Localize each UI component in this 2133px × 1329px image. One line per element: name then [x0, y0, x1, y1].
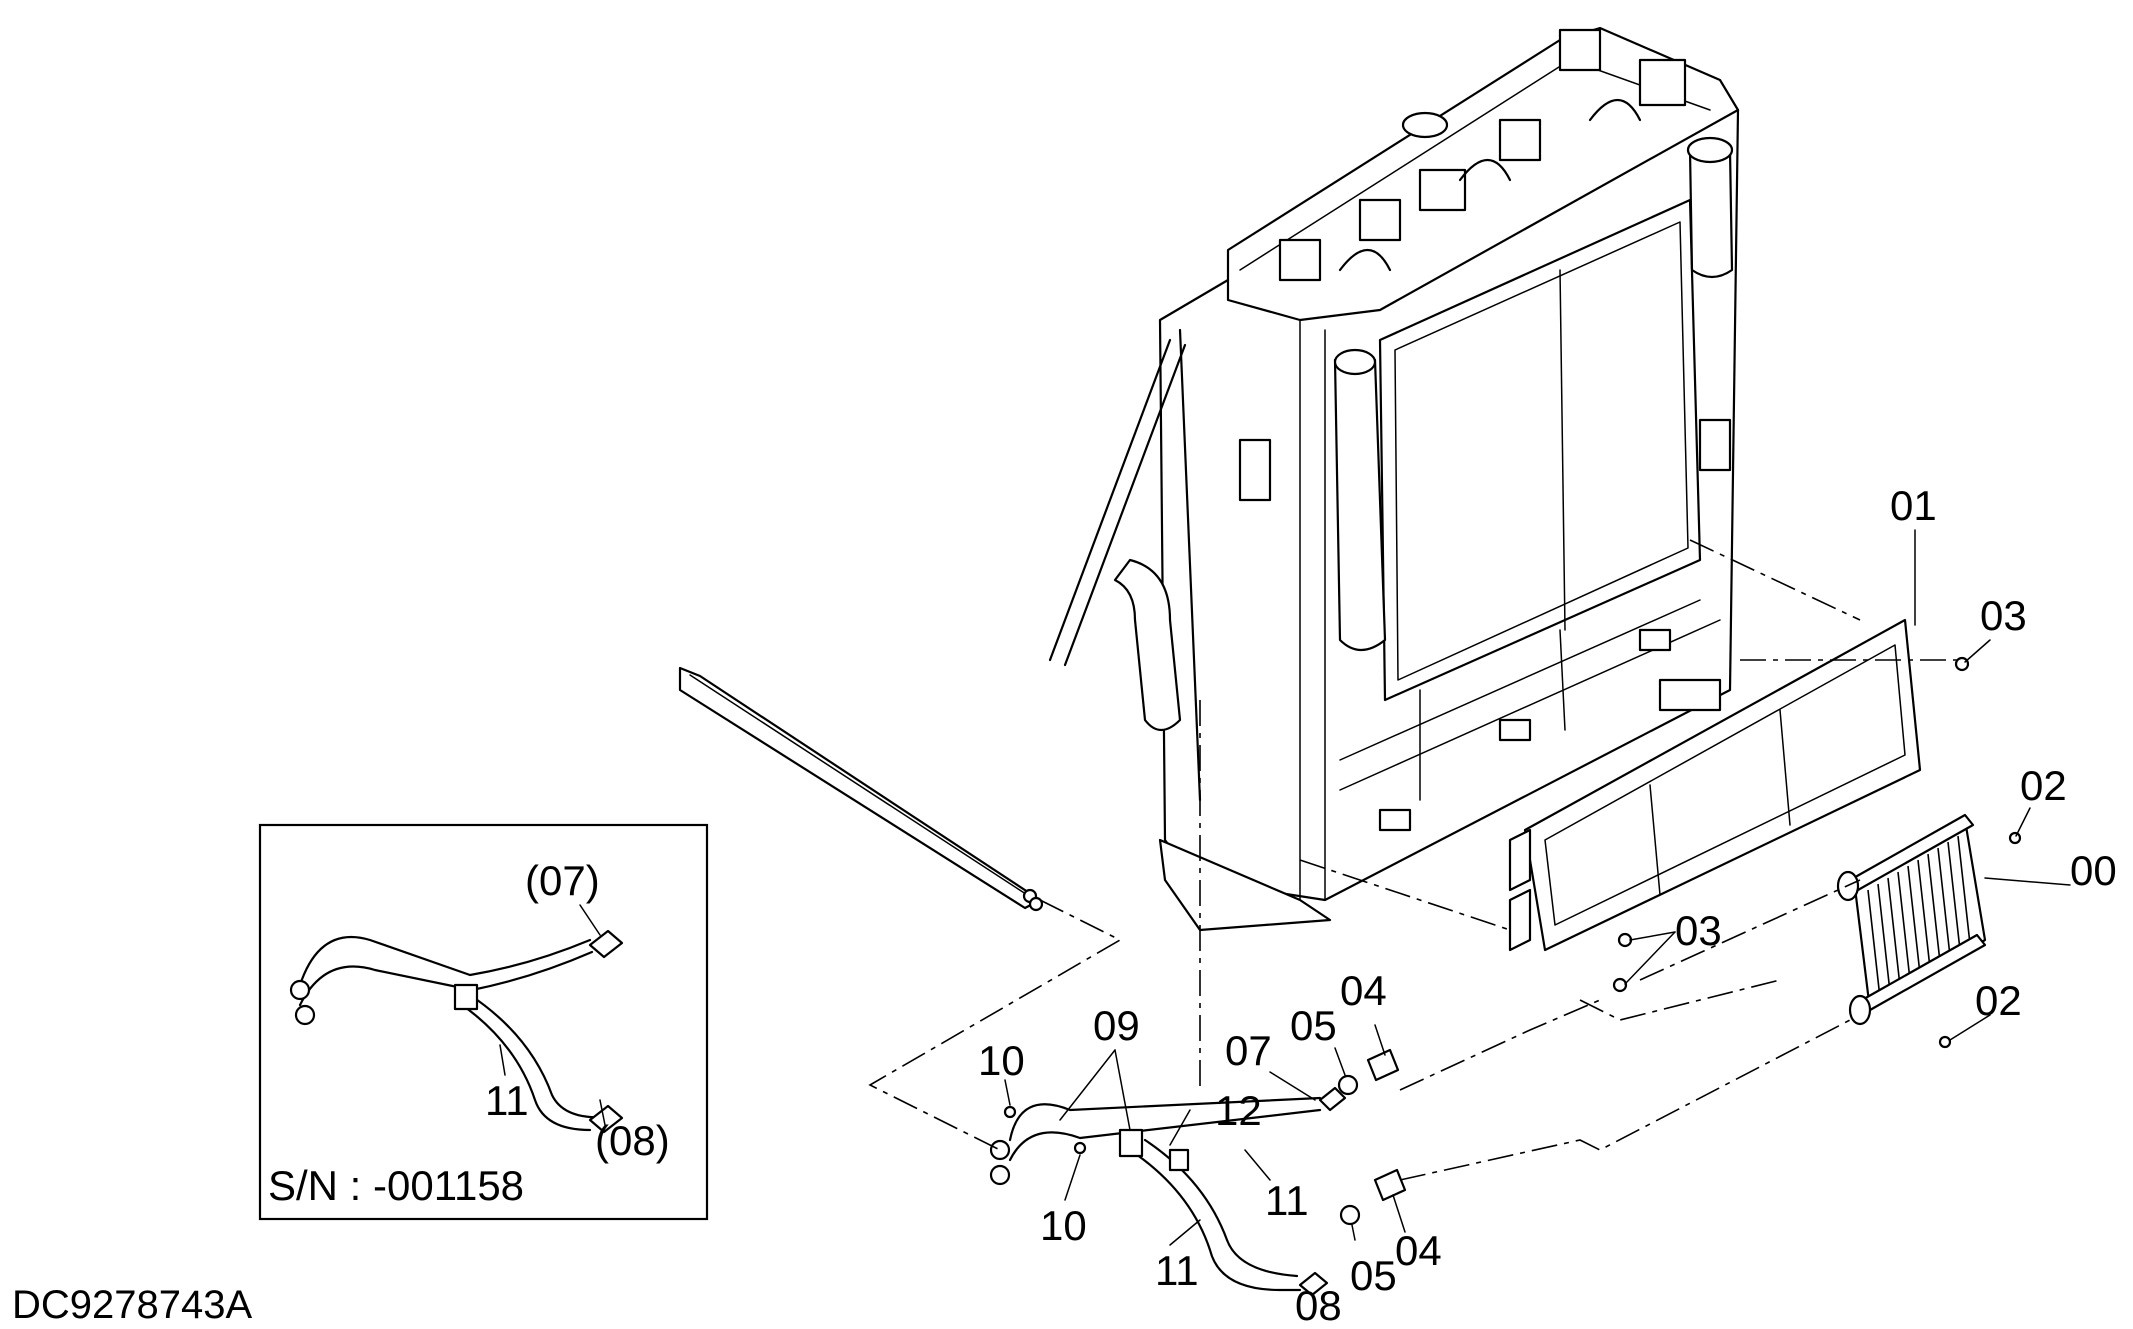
radiator-assembly [1048, 26, 1740, 932]
callout-01: 01 [1890, 482, 1937, 529]
support-bar [678, 666, 1044, 912]
bolt-10b [1073, 1141, 1087, 1155]
inset-ref-07: (07) [525, 857, 600, 904]
callout-10a: 10 [978, 1037, 1025, 1084]
callout-05b: 05 [1350, 1252, 1397, 1299]
callout-11b: 11 [1155, 1247, 1199, 1294]
inset-serial: S/N : -001158 [268, 1162, 524, 1209]
callout-02a: 02 [2020, 762, 2067, 809]
bolt-03c [1612, 977, 1628, 993]
adapter-04b [1373, 1168, 1407, 1202]
callout-08: 08 [1295, 1282, 1342, 1329]
fitting-05a [1337, 1074, 1359, 1096]
callout-04a: 04 [1340, 967, 1387, 1014]
inset-part-11: 11 [485, 1077, 529, 1124]
callout-09: 09 [1093, 1002, 1140, 1049]
callout-00: 00 [2070, 847, 2117, 894]
screw-02a [2008, 831, 2022, 845]
oil-cooler-00 [1836, 813, 1987, 1026]
routing-lines [868, 539, 1960, 1181]
bolt-03a [1954, 656, 1970, 672]
fitting-05b [1339, 1204, 1361, 1226]
inset-box [258, 823, 709, 1221]
adapter-04a [1366, 1048, 1400, 1082]
drawing-code: DC9278743A [12, 1283, 252, 1327]
callout-03b: 03 [1675, 907, 1722, 954]
callout-10b: 10 [1040, 1202, 1087, 1249]
bolt-03b [1617, 932, 1633, 948]
callout-11a: 11 [1265, 1177, 1309, 1224]
leader-lines [499, 529, 2071, 1291]
callout-labels: 01 03 02 00 02 03 04 05 07 12 09 10 10 1… [12, 482, 2117, 1329]
screw-02b [1938, 1035, 1952, 1049]
guard-frame-01 [1508, 618, 1922, 952]
fasteners [1003, 656, 2022, 1226]
callout-03a: 03 [1980, 592, 2027, 639]
bolt-10a [1003, 1105, 1017, 1119]
callout-04b: 04 [1395, 1227, 1442, 1274]
callout-07: 07 [1225, 1027, 1272, 1074]
callout-12: 12 [1215, 1087, 1262, 1134]
callout-02b: 02 [1975, 977, 2022, 1024]
callout-05a: 05 [1290, 1002, 1337, 1049]
inset-ref-08: (08) [595, 1117, 670, 1164]
